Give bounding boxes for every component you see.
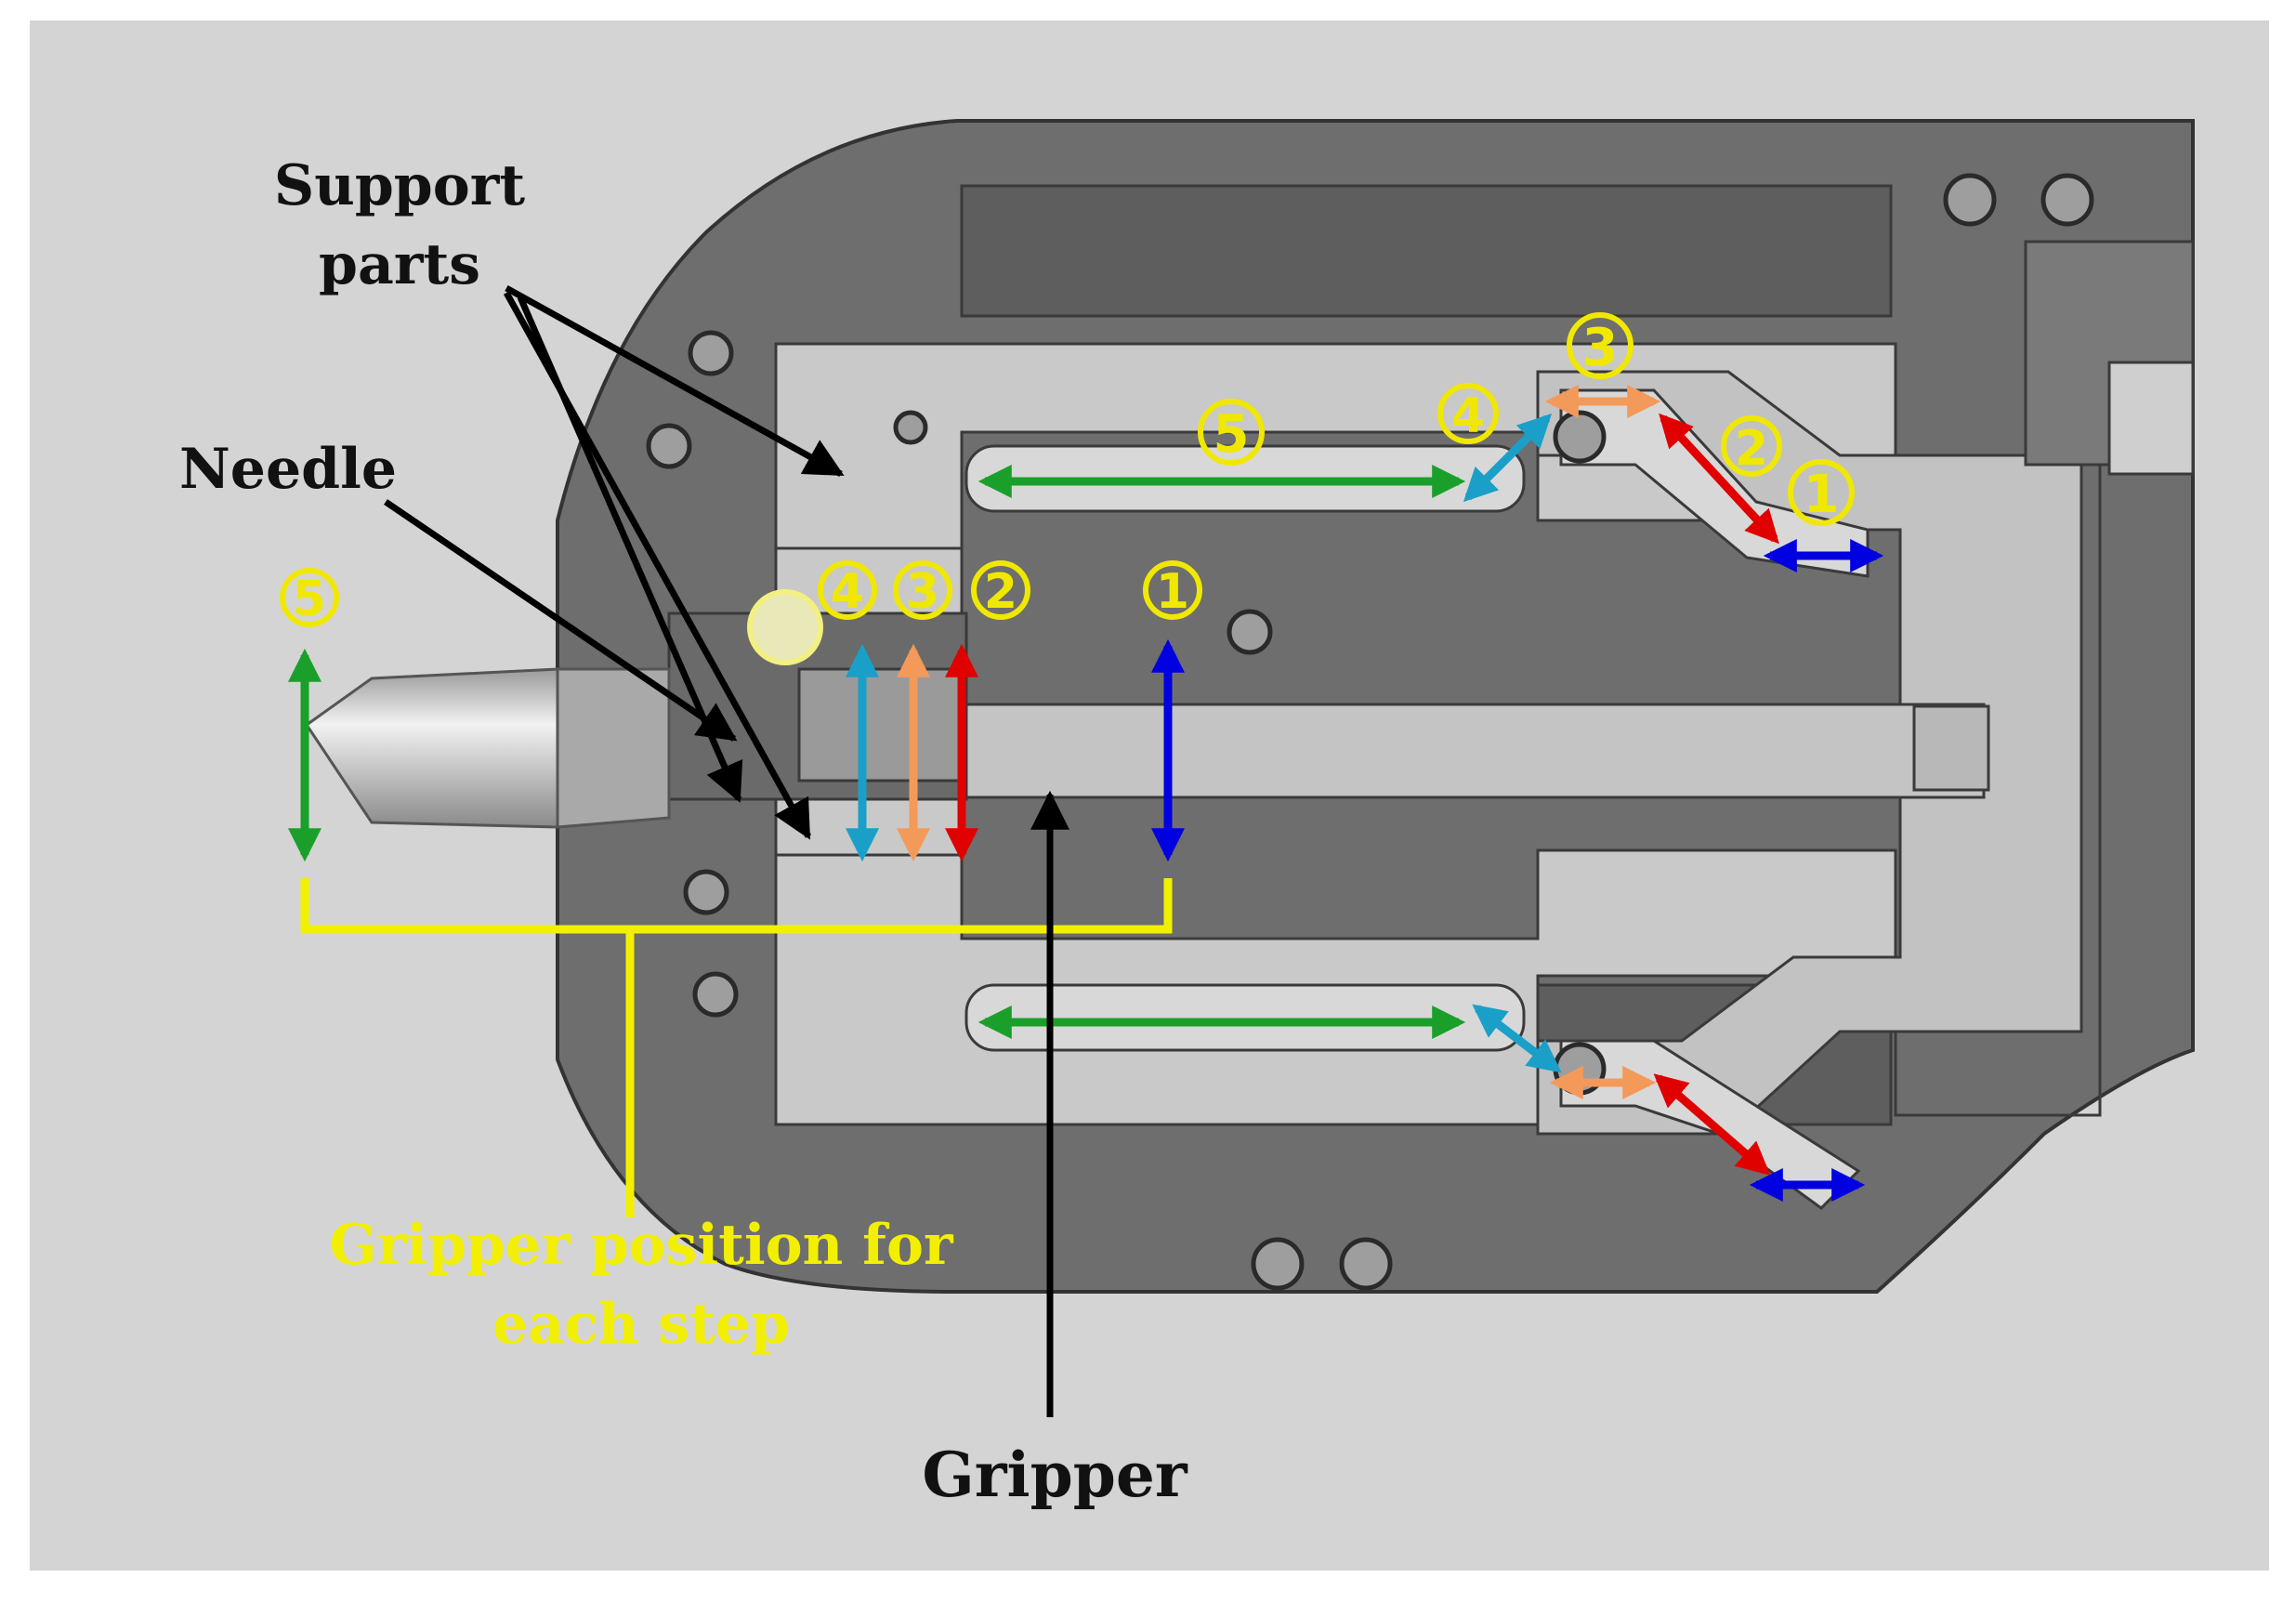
svg-text:3: 3 [906, 564, 939, 620]
svg-text:1: 1 [1156, 564, 1189, 620]
svg-text:5: 5 [293, 572, 326, 627]
step2-arrow-lower [1653, 1073, 1771, 1176]
pointer-arrows [384, 284, 1069, 1417]
marker-4-center: 4 [818, 560, 877, 620]
upper-slot-arrows [977, 385, 1884, 572]
svg-text:2: 2 [1735, 421, 1768, 477]
step-bracket [300, 878, 1173, 1217]
marker-5-slot: 5 [1198, 399, 1265, 466]
marker-3-center: 3 [893, 560, 952, 620]
gripper-position-arrows [288, 638, 1185, 862]
marker-1-center: 1 [1143, 560, 1202, 620]
marker-3-slot: 3 [1567, 312, 1633, 379]
svg-text:4: 4 [1451, 388, 1485, 444]
support-parts-label: Support [274, 153, 525, 218]
svg-text:1: 1 [1804, 465, 1840, 525]
support-parts-label-line2: parts [319, 232, 480, 297]
marker-1-slot: 1 [1788, 459, 1855, 526]
gripper-position-label-line2: each step [492, 1292, 790, 1357]
needle-pointer [384, 499, 738, 742]
marker-2-center: 2 [971, 560, 1030, 620]
svg-text:5: 5 [1214, 404, 1250, 465]
svg-text:4: 4 [831, 564, 864, 620]
step-markers: 5 4 3 2 1 5 4 3 2 1 [280, 312, 1855, 627]
step4-arrow-lower [1472, 1004, 1562, 1073]
needle [304, 667, 671, 829]
svg-text:2: 2 [984, 564, 1017, 620]
support-pointer-upper [505, 284, 845, 478]
needle-label: Needle [179, 437, 397, 502]
gripper-label: Gripper [922, 1439, 1187, 1511]
lower-slot-arrows [977, 1004, 1866, 1202]
marker-4-slot: 4 [1437, 383, 1499, 444]
housing [556, 119, 2195, 1294]
marker-2-slot: 2 [1721, 415, 1782, 477]
step2-arrow-upper [1659, 413, 1779, 545]
gripper-position-label: Gripper position for [329, 1213, 954, 1278]
svg-text:3: 3 [1582, 318, 1619, 378]
marker-5-left: 5 [280, 568, 339, 627]
step4-arrow-upper [1463, 413, 1553, 503]
